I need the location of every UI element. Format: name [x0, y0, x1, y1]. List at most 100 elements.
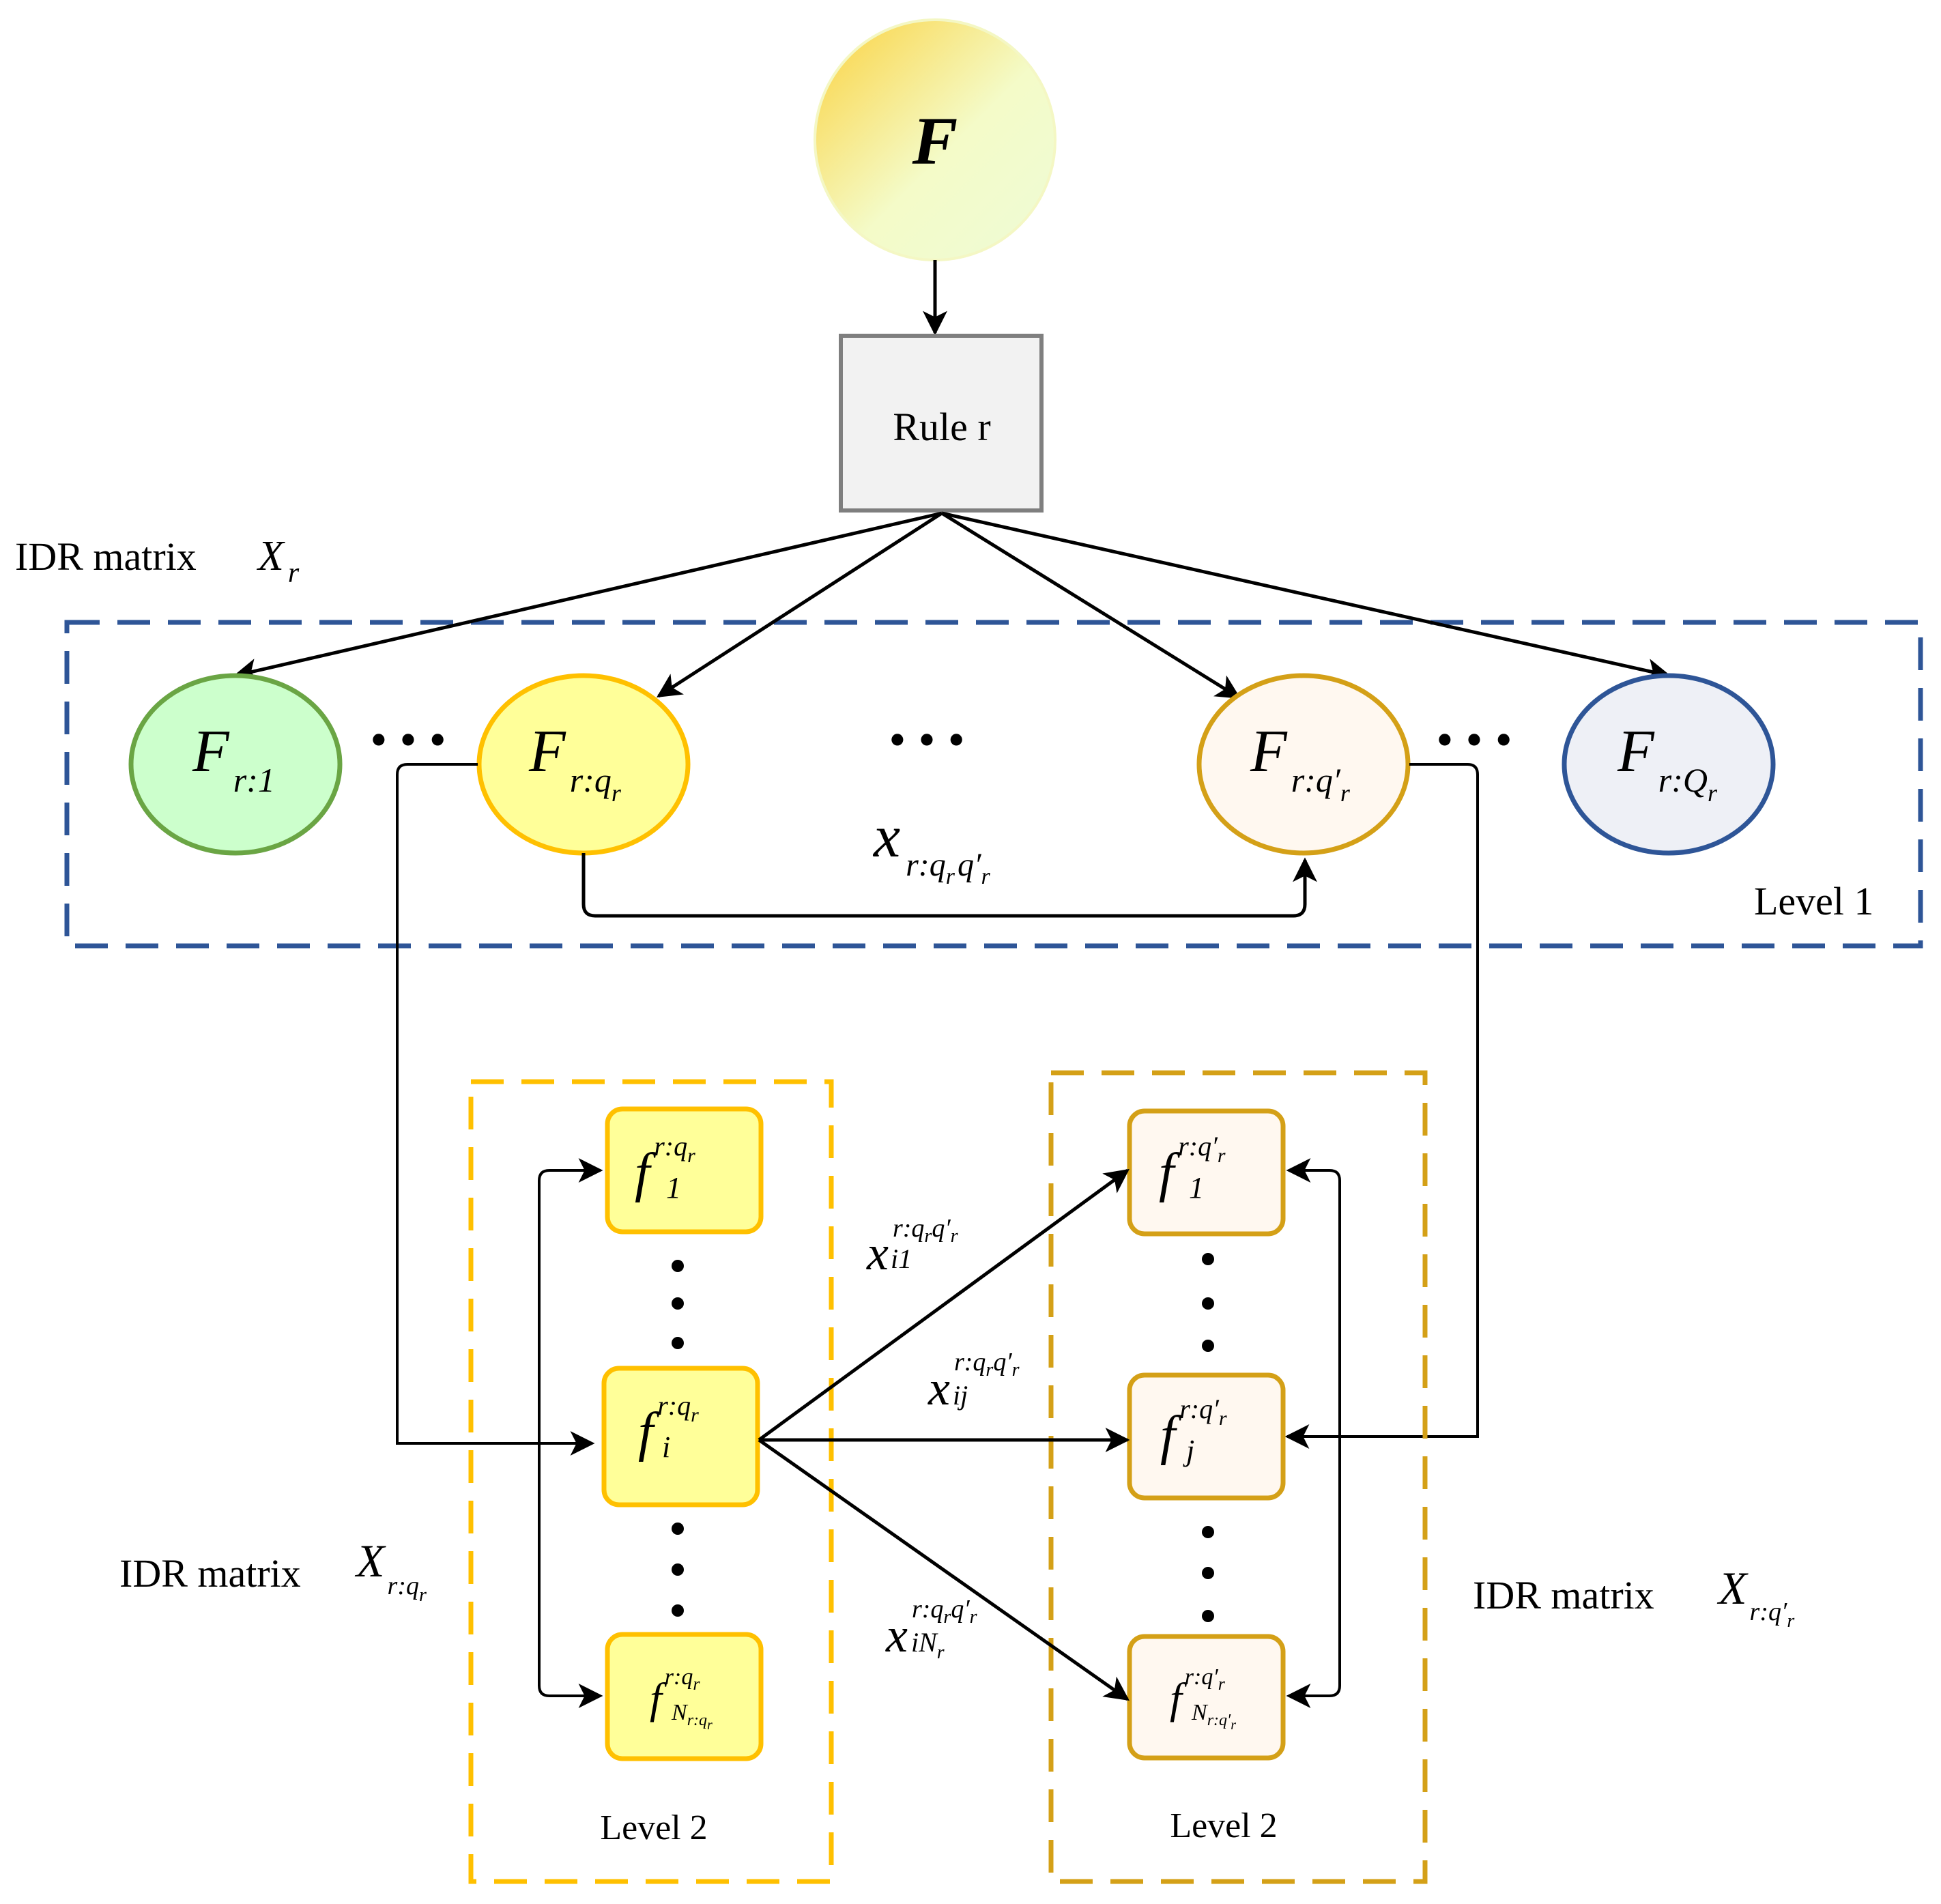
cross-edge-label-i1-sup: r:q	[893, 1214, 924, 1243]
level2-left-node-f1-sup: r:q	[654, 1131, 687, 1162]
level2-left-matrix-symbol-subsub: r	[419, 1585, 427, 1606]
level2-left-matrix-label: IDR matrix	[119, 1551, 301, 1596]
level1-box	[64, 620, 1923, 949]
level2-left-node-fn-subsub: r:q	[687, 1712, 707, 1729]
level2-right-vertical-ellipsis-bottom	[1202, 1526, 1214, 1622]
level1-matrix-label: IDR matrix	[15, 534, 197, 579]
level2-right-matrix-label: IDR matrix	[1473, 1573, 1654, 1617]
level2-right-node-fj-supsub: r	[1219, 1407, 1227, 1430]
level1-node-f-rqr-prime-subsub: r	[1340, 779, 1351, 807]
level1-node-f-rqr-prime	[1196, 673, 1411, 856]
level2-left-box-label: Level 2	[600, 1808, 707, 1847]
cross-edge-label-i1-sup2: q′	[932, 1214, 951, 1243]
level1-node-f-rqr-prime-sub: r:q′	[1291, 761, 1341, 799]
level1-edge-label-base: x	[872, 804, 900, 870]
level2-right-node-f1-supsub: r	[1218, 1144, 1226, 1167]
level1-node-f-r1	[128, 673, 343, 856]
level2-right-node-f1	[1127, 1108, 1286, 1237]
level1-matrix-label-text: IDR matrix	[15, 534, 197, 579]
level2-left-bracket	[538, 1158, 603, 1708]
link-level1-qr-prime-to-level2-right	[1284, 763, 1479, 1449]
cross-edge-label-ij-supsub: r	[986, 1359, 993, 1381]
level2-left-node-fi-supsub: r	[691, 1404, 699, 1426]
level2-left-node-fi-sub: i	[662, 1430, 670, 1464]
level1-node-f-rqr-subsub: r	[612, 779, 622, 807]
rule-to-node4-arrow	[941, 511, 1671, 683]
level2-left-node-fn-sub: N	[671, 1700, 689, 1725]
level1-node-f-rQr	[1562, 673, 1776, 856]
level2-right-node-fj-sub: j	[1183, 1434, 1194, 1467]
level1-edge-qr-to-qr-prime	[581, 853, 1317, 918]
level1-node-f-r1-base: F	[192, 719, 230, 785]
level1-edge-label-subsub: r	[946, 864, 955, 889]
cross-edge-label-in-sup2: q′	[951, 1595, 970, 1624]
level2-left-box	[468, 1079, 834, 1884]
level1-node-f-rqr-base: F	[528, 719, 566, 785]
level1-node-f-rQr-subsub: r	[1708, 779, 1718, 807]
level1-node-f-rqr-sub: r:q	[570, 761, 612, 799]
rule-to-node1-arrow	[233, 511, 943, 683]
level2-right-node-fn-subsub: r:q′	[1207, 1712, 1231, 1729]
level2-left-matrix-symbol-sub: r:q	[388, 1572, 419, 1600]
cross-edge-label-ij-sub: ij	[953, 1380, 968, 1411]
level2-right-node-f1-sup: r:q′	[1178, 1131, 1218, 1162]
cross-edge-label-in-supsub: r	[943, 1606, 951, 1628]
level2-right-node-fn-subsubsub: r	[1231, 1718, 1236, 1733]
level1-ellipsis-middle: • • •	[889, 712, 965, 767]
level1-node-f-rqr-prime-base: F	[1250, 719, 1288, 785]
level2-right-box-label: Level 2	[1170, 1806, 1277, 1845]
level1-ellipsis-left: • • •	[370, 712, 446, 767]
level2-left-node-fi-sup: r:q	[657, 1390, 691, 1421]
level2-right-vertical-ellipsis-top	[1202, 1253, 1214, 1352]
level1-node-f-rQr-base: F	[1617, 719, 1655, 785]
level2-right-node-fn-supsub: r	[1218, 1674, 1226, 1694]
level1-edge-label-subsub2: r	[981, 864, 990, 889]
cross-edge-label-in-subsub: r	[937, 1642, 945, 1663]
level2-left-node-fn-supsub: r	[693, 1674, 700, 1694]
level1-matrix-symbol-base: X	[256, 533, 285, 579]
cross-edge-label-ij-base: x	[928, 1361, 950, 1415]
level1-ellipsis-right: • • •	[1436, 712, 1512, 767]
cross-edge-i-to-n	[758, 1438, 1130, 1701]
level2-right-node-fn-sub: N	[1191, 1700, 1209, 1725]
cross-edge-label-in-sub: iN	[911, 1627, 938, 1658]
rule-to-node2-arrow	[656, 511, 943, 698]
rule-node	[839, 334, 1044, 513]
level2-left-matrix-symbol-base: X	[354, 1535, 386, 1587]
level2-right-box	[1048, 1070, 1428, 1884]
cross-edge-label-in-sup: r:q	[912, 1595, 943, 1624]
level1-node-f-rQr-sub: r:Q	[1658, 761, 1708, 799]
cross-edge-label-ij-sup2: q′	[993, 1348, 1012, 1376]
level2-left-node-fn	[605, 1632, 764, 1761]
cross-edge-label-ij-sup2sub: r	[1012, 1359, 1020, 1381]
level1-edge-label-sub: r:q	[906, 847, 946, 883]
cross-edge-label-i1-supsub: r	[924, 1226, 932, 1247]
level2-right-node-fn	[1127, 1634, 1286, 1761]
level2-right-node-fn-sup: r:q′	[1185, 1664, 1219, 1690]
root-node-label: F	[912, 103, 958, 179]
level2-left-node-f1-supsub: r	[687, 1144, 695, 1167]
cross-edge-label-i1-sup2sub: r	[951, 1226, 958, 1247]
level2-right-node-f1-sub: 1	[1189, 1171, 1204, 1205]
cross-edge-label-in-sup2sub: r	[970, 1606, 977, 1628]
rule-node-label: Rule r	[893, 405, 990, 449]
level1-box-label: Level 1	[1754, 879, 1874, 923]
level2-right-bracket	[1286, 1158, 1341, 1708]
level2-left-node-fn-sup: r:q	[665, 1664, 693, 1690]
link-level1-qr-to-level2-left	[396, 763, 595, 1456]
cross-edge-label-i1-base: x	[866, 1226, 889, 1280]
cross-edge-i-to-1	[758, 1168, 1130, 1442]
level2-right-matrix-symbol-sub: r:q′	[1750, 1598, 1787, 1626]
level2-right-matrix-symbol-subsub: r	[1787, 1611, 1794, 1632]
level2-left-vertical-ellipsis-top	[672, 1260, 684, 1349]
